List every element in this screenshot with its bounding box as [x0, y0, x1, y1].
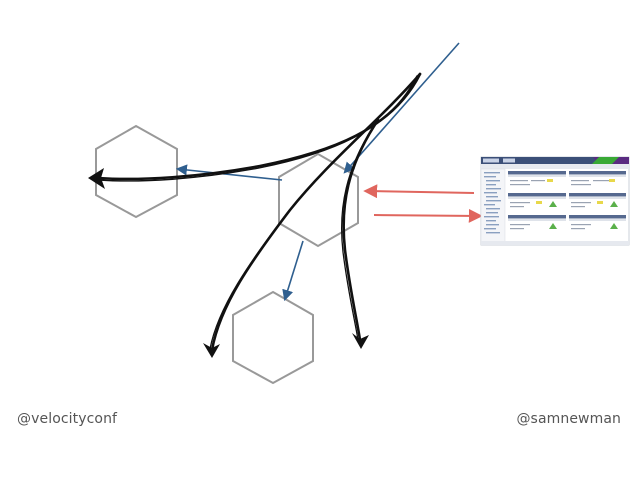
conference-handle: @velocityconf	[17, 411, 118, 427]
incoming-call-arrow	[343, 42, 460, 174]
arrowhead-icon	[88, 168, 369, 358]
traffic-arrow-to-dashboard	[373, 208, 483, 223]
arrowhead-down-left	[203, 343, 220, 358]
hexagon-service-left	[95, 124, 178, 219]
monitoring-dashboard-thumbnail	[480, 156, 630, 246]
hand-drawn-arrows	[96, 72, 422, 352]
call-arrow-to-bottom-service	[282, 240, 304, 302]
speaker-handle: @samnewman	[516, 411, 621, 427]
arrowhead-down-right	[352, 333, 369, 349]
traffic-arrow-from-dashboard	[363, 184, 475, 199]
hand-drawn-arrow-down-right	[342, 118, 380, 342]
arrowhead-left	[88, 168, 105, 189]
call-arrow-to-left-service	[175, 164, 283, 181]
hexagon-service-bottom	[232, 290, 314, 385]
hexagon-service-center	[278, 152, 359, 248]
